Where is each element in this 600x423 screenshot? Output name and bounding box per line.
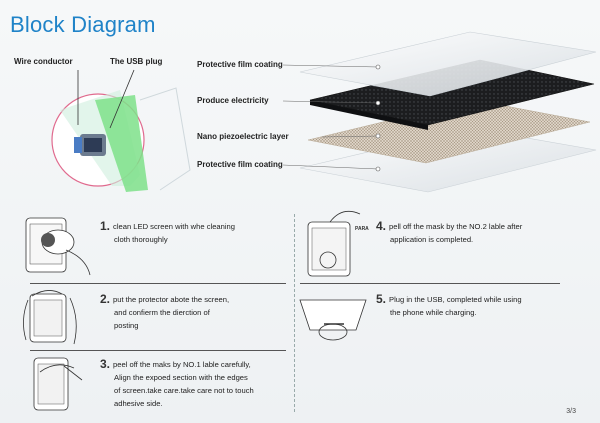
step-5-number: 5. (376, 292, 387, 306)
page-number: 3/3 (566, 408, 576, 415)
label-usb-plug: The USB plug (110, 57, 163, 66)
step-1-line-1: clean LED screen with whe cleaning (113, 222, 236, 231)
step-5-line-2: the phone while charging. (390, 308, 477, 317)
label-wire-conductor: Wire conductor (14, 57, 73, 66)
step4-illustration (307, 210, 361, 277)
step-3-number: 3. (100, 357, 111, 371)
step-5-line-1: Plug in the USB, completed while using (389, 295, 522, 304)
step-3-line-1: peel off the maks by NO.1 lable carefull… (113, 360, 251, 369)
layer-stack (299, 31, 597, 193)
step-1-line-2: cloth thoroughly (114, 235, 168, 244)
step-2-line-3: posting (114, 321, 139, 330)
leader-lines (282, 64, 379, 170)
step-2-line-2: and confierm the dierction of (114, 308, 210, 317)
layer-label-electricity: Produce electricity (197, 96, 269, 105)
vertical-divider (294, 214, 295, 412)
step-2-number: 2. (100, 292, 111, 306)
step-1: 1.clean LED screen with whe cleaning clo… (100, 220, 235, 246)
divider-3 (300, 283, 560, 284)
layer-label-bottom-film: Protective film coating (197, 160, 283, 169)
step-3-line-4: adhesive side. (114, 399, 163, 408)
step-4-number: 4. (376, 219, 387, 233)
usb-magnifier (51, 69, 191, 192)
step-4-line-2: application is completed. (390, 235, 474, 244)
step3-illustration (33, 357, 83, 411)
divider-1 (30, 283, 286, 284)
layer-label-top-film: Protective film coating (197, 60, 283, 69)
page-title: Block Diagram (10, 12, 156, 37)
step-2: 2.put the protector abote the screen, an… (100, 293, 229, 332)
divider-2 (30, 350, 286, 351)
step-3-line-2: Align the expoed section with the edges (114, 373, 248, 382)
step1-illustration (25, 217, 91, 276)
step-4-line-1: pell off the mask by the NO.2 lable afte… (389, 222, 523, 231)
step-1-number: 1. (100, 219, 111, 233)
step-5: 5.Plug in the USB, completed while using… (376, 293, 522, 319)
step2-illustration (23, 290, 77, 345)
para-tag: PARA (355, 226, 369, 232)
layer-label-piezo: Nano piezoelectric layer (197, 132, 289, 141)
step-4: 4.pell off the mask by the NO.2 lable af… (376, 220, 522, 246)
step-3: 3.peel off the maks by NO.1 lable carefu… (100, 358, 254, 410)
step-2-line-1: put the protector abote the screen, (113, 295, 230, 304)
step-3-line-3: of screen.take care.take care not to tou… (114, 386, 254, 395)
step5-illustration (299, 299, 367, 341)
